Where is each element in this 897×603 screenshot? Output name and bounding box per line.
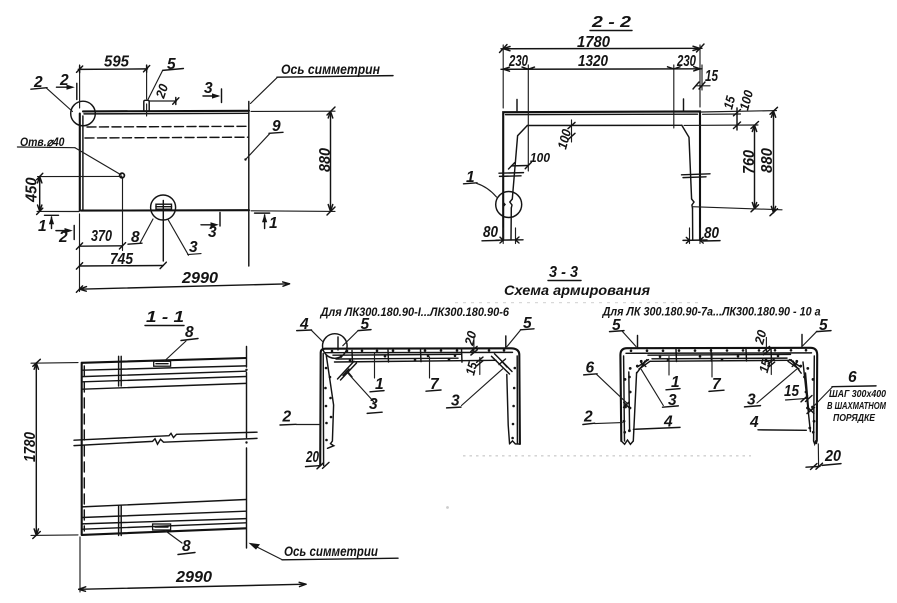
svg-text:1: 1 bbox=[375, 376, 384, 393]
svg-text:7: 7 bbox=[430, 376, 440, 393]
svg-text:1 - 1: 1 - 1 bbox=[146, 309, 184, 326]
svg-text:15: 15 bbox=[784, 383, 799, 400]
svg-text:4: 4 bbox=[299, 316, 309, 333]
svg-text:6: 6 bbox=[848, 369, 857, 386]
svg-text:8: 8 bbox=[182, 538, 191, 555]
svg-text:ШАГ 300х400: ШАГ 300х400 bbox=[829, 389, 886, 400]
svg-text:1780: 1780 bbox=[22, 432, 39, 462]
svg-text:760: 760 bbox=[741, 150, 758, 174]
svg-text:2990: 2990 bbox=[181, 270, 218, 287]
svg-text:2 - 2: 2 - 2 bbox=[591, 14, 632, 31]
svg-text:ПОРЯДКЕ: ПОРЯДКЕ bbox=[833, 413, 875, 424]
svg-text:3: 3 bbox=[369, 396, 378, 413]
svg-text:8: 8 bbox=[185, 324, 194, 341]
svg-text:100: 100 bbox=[530, 150, 551, 165]
svg-text:Ось симметрин: Ось симметрин bbox=[281, 62, 380, 77]
svg-text:20: 20 bbox=[751, 328, 770, 347]
svg-text:Для ЛК 300.180.90-7а...ЛК300.1: Для ЛК 300.180.90-7а...ЛК300.180.90 - 10… bbox=[602, 305, 821, 319]
svg-text:595: 595 bbox=[104, 54, 129, 71]
svg-text:3: 3 bbox=[189, 239, 198, 256]
svg-text:Схема армирования: Схема армирования bbox=[504, 283, 650, 298]
svg-text:5: 5 bbox=[819, 317, 828, 334]
svg-text:370: 370 bbox=[91, 228, 112, 245]
svg-text:1780: 1780 bbox=[577, 34, 610, 51]
svg-text:15: 15 bbox=[720, 94, 738, 111]
svg-text:80: 80 bbox=[704, 225, 719, 242]
svg-text:2: 2 bbox=[33, 74, 43, 91]
svg-text:5: 5 bbox=[361, 316, 370, 333]
svg-text:4: 4 bbox=[749, 414, 759, 431]
svg-text:1: 1 bbox=[671, 374, 680, 391]
svg-text:9: 9 bbox=[272, 118, 281, 135]
svg-text:2: 2 bbox=[58, 229, 68, 246]
svg-text:80: 80 bbox=[483, 224, 498, 241]
svg-text:5: 5 bbox=[167, 56, 176, 73]
svg-text:3: 3 bbox=[204, 80, 213, 97]
svg-text:2: 2 bbox=[59, 72, 69, 89]
svg-text:745: 745 bbox=[110, 251, 133, 268]
svg-text:20: 20 bbox=[305, 449, 319, 466]
svg-text:15: 15 bbox=[462, 360, 480, 377]
svg-text:880: 880 bbox=[317, 148, 334, 172]
svg-text:230: 230 bbox=[508, 53, 528, 70]
svg-text:1: 1 bbox=[269, 215, 278, 232]
svg-text:3: 3 bbox=[451, 393, 460, 410]
svg-text:В ШАХМАТНОМ: В ШАХМАТНОМ bbox=[827, 401, 887, 412]
svg-text:15: 15 bbox=[756, 357, 774, 374]
svg-text:Для ЛК300.180.90-I...ЛК300.180: Для ЛК300.180.90-I...ЛК300.180.90-6 bbox=[320, 305, 510, 319]
svg-text:2: 2 bbox=[282, 409, 292, 426]
svg-text:230: 230 bbox=[676, 53, 696, 70]
svg-text:6: 6 bbox=[586, 360, 595, 377]
svg-text:3: 3 bbox=[668, 392, 677, 409]
svg-text:880: 880 bbox=[759, 148, 776, 173]
svg-text:Отв.⌀40: Отв.⌀40 bbox=[20, 135, 65, 149]
svg-text:5: 5 bbox=[612, 317, 621, 334]
svg-text:3: 3 bbox=[747, 392, 756, 409]
svg-text:100: 100 bbox=[736, 88, 756, 112]
svg-text:2990: 2990 bbox=[175, 569, 212, 586]
svg-text:1: 1 bbox=[38, 218, 47, 235]
svg-text:20: 20 bbox=[461, 329, 480, 348]
svg-text:5: 5 bbox=[523, 315, 532, 332]
svg-text:Ось симметрии: Ось симметрии bbox=[284, 544, 379, 559]
svg-text:20: 20 bbox=[152, 81, 171, 101]
svg-text:4: 4 bbox=[663, 414, 673, 431]
svg-text:7: 7 bbox=[712, 376, 722, 393]
svg-text:3 - 3: 3 - 3 bbox=[549, 264, 578, 281]
svg-text:1320: 1320 bbox=[578, 53, 608, 70]
svg-text:2: 2 bbox=[583, 409, 593, 426]
svg-text:450: 450 bbox=[24, 177, 41, 203]
svg-text:8: 8 bbox=[131, 229, 140, 246]
svg-text:1: 1 bbox=[466, 169, 475, 186]
svg-text:20: 20 bbox=[824, 448, 841, 465]
svg-text:15: 15 bbox=[705, 68, 718, 85]
svg-text:100: 100 bbox=[554, 127, 574, 151]
svg-text:3: 3 bbox=[208, 224, 217, 241]
